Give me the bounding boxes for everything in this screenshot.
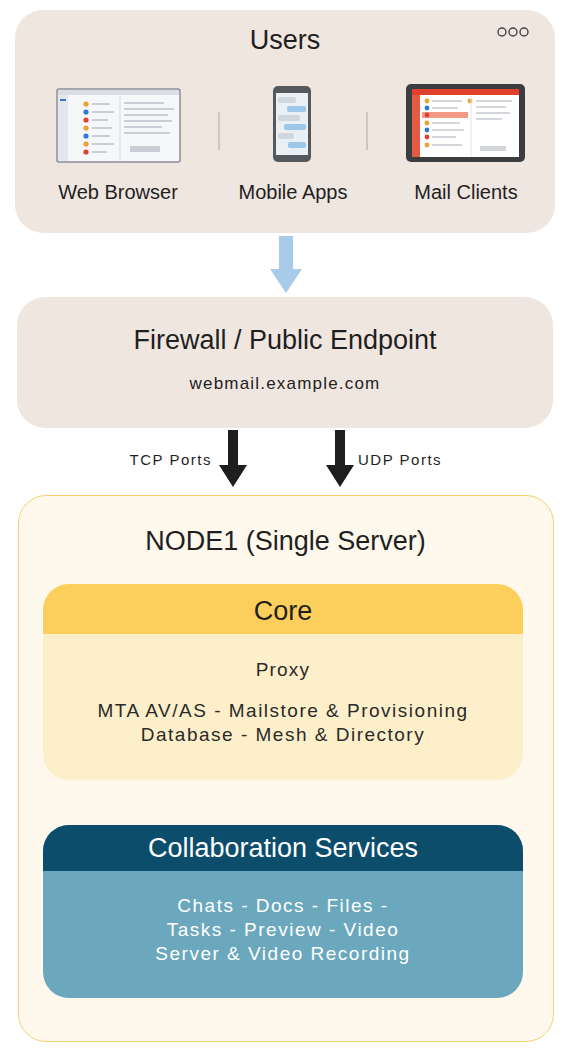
node-subtitle: webmail.example.com [17, 373, 553, 395]
service-group-box: CoreProxyMTA AV/AS - Mailstore & Provisi… [43, 584, 523, 780]
edge-label: UDP Ports [358, 450, 442, 470]
endpoint-box: Firewall / Public Endpoint webmail.exampl… [17, 297, 553, 428]
connector-arrow [326, 430, 354, 487]
node-body: Proxy [43, 658, 523, 682]
server-box: NODE1 (Single Server) CoreProxyMTA AV/AS … [18, 495, 554, 1042]
service-group-box: Collaboration ServicesChats - Docs - Fil… [43, 825, 523, 998]
node-title: Firewall / Public Endpoint [17, 324, 553, 356]
icon-label: Mail Clients [366, 180, 566, 204]
icon-label: Mobile Apps [193, 180, 393, 204]
node-title: Core [43, 595, 523, 627]
node-body: Chats - Docs - Files - Tasks - Preview -… [153, 894, 413, 966]
node-title: NODE1 (Single Server) [19, 525, 552, 557]
node-title: Users [15, 24, 555, 56]
node-body: MTA AV/AS - Mailstore & Provisioning Dat… [63, 699, 503, 747]
node-title: Collaboration Services [43, 832, 523, 864]
connector-arrow [219, 430, 247, 487]
edge-label: TCP Ports [130, 450, 212, 470]
icon-label: Web Browser [18, 180, 218, 204]
connector-arrow [270, 236, 302, 293]
